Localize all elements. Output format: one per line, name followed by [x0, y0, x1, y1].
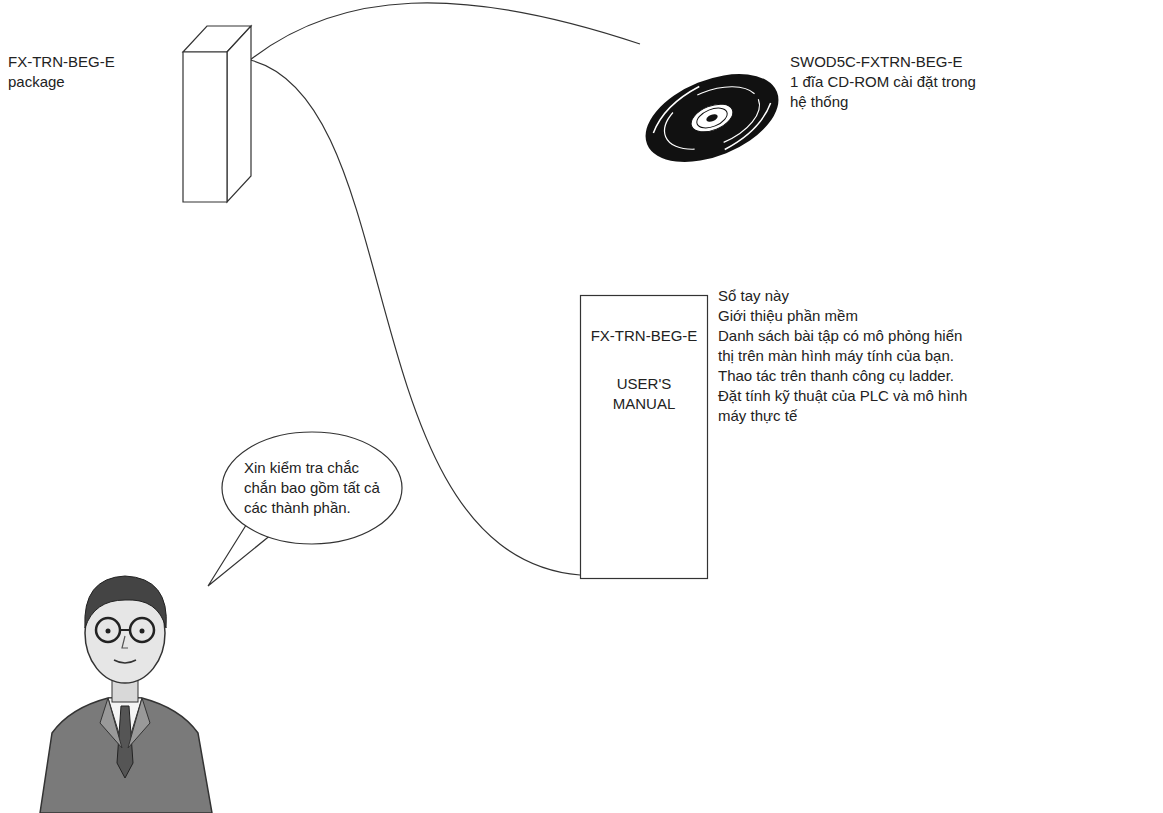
- package-box: FX-TRN-BEG-E package: [6, 22, 252, 204]
- disc-illustration: [640, 40, 790, 180]
- manual-description: Sổ tay nàyGiới thiệu phần mềmDanh sách b…: [718, 286, 980, 426]
- bubble-text: Xin kiểm tra chắc chắn bao gồm tất cả cá…: [244, 458, 382, 518]
- package-label: FX-TRN-BEG-E package: [8, 52, 128, 92]
- description-line: Danh sách bài tập có mô phỏng hiển thị t…: [718, 326, 980, 366]
- disc-description: 1 đĩa CD-ROM cài đặt trong hệ thống: [790, 72, 995, 112]
- package-outline: [6, 22, 252, 204]
- description-line: Thao tác trên thanh công cụ ladder.: [718, 366, 980, 386]
- manual-title: FX-TRN-BEG-E: [580, 326, 708, 346]
- product-code: SWOD5C-FXTRN-BEG-E: [790, 52, 963, 72]
- speech-bubble: Xin kiểm tra chắc chắn bao gồm tất cả cá…: [220, 430, 404, 546]
- description-line: Đặt tính kỹ thuật của PLC và mô hình máy…: [718, 386, 980, 426]
- man-illustration: [30, 548, 220, 813]
- manual-subtitle: USER'S MANUAL: [599, 374, 689, 414]
- description-line: Sổ tay này: [718, 286, 980, 306]
- cd-rom-disc: SWOD5C-FXTRN-BEG-E1 đĩa CD-ROM cài đặt t…: [640, 40, 1000, 180]
- manual-book: FX-TRN-BEG-E USER'S MANUAL Sổ tay nàyGiới …: [578, 286, 998, 581]
- description-line: Giới thiệu phần mềm: [718, 306, 980, 326]
- connector-curve: [250, 3, 640, 60]
